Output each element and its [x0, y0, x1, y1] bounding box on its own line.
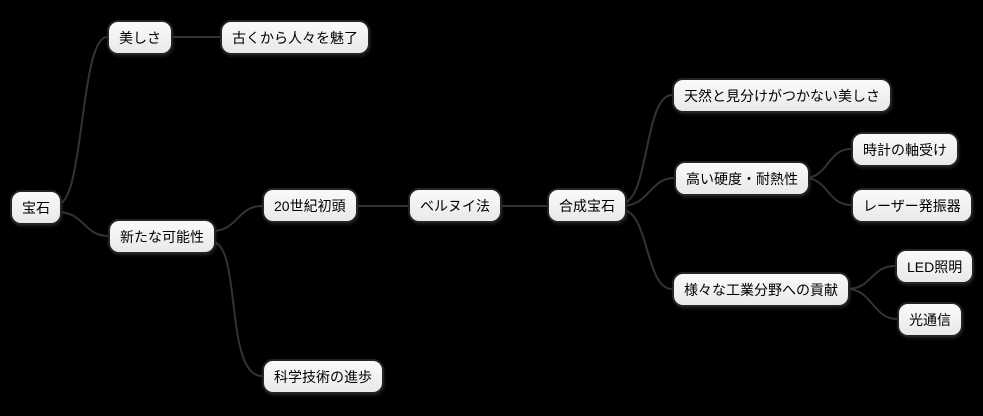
node-new-possibilities[interactable]: 新たな可能性 — [108, 219, 216, 254]
node-optical-communication[interactable]: 光通信 — [897, 302, 963, 337]
connector-gem-beauty — [57, 36, 108, 205]
node-scientific-progress[interactable]: 科学技術の進歩 — [262, 359, 384, 394]
node-synthetic-gem[interactable]: 合成宝石 — [547, 188, 627, 223]
node-laser-oscillator[interactable]: レーザー発振器 — [851, 188, 973, 223]
node-industrial-contribution[interactable]: 様々な工業分野への貢献 — [672, 272, 850, 307]
node-verneuil-method[interactable]: ベルヌイ法 — [408, 188, 502, 223]
node-fascinated-people[interactable]: 古くから人々を魅了 — [220, 20, 370, 55]
connector-synthetic-industry — [621, 209, 673, 290]
node-led-lighting[interactable]: LED照明 — [895, 249, 975, 284]
connector-hardness-laser — [803, 177, 852, 206]
connector-newpossibilities-20thcentury — [211, 205, 263, 232]
connector-industry-optical — [846, 288, 898, 320]
connector-synthetic-hardness — [621, 177, 675, 207]
connector-hardness-watch — [803, 148, 852, 179]
node-watch-bearing[interactable]: 時計の軸受け — [851, 132, 959, 167]
connector-industry-led — [846, 265, 896, 290]
node-indistinguishable-beauty[interactable]: 天然と見分けがつかない美しさ — [672, 78, 892, 113]
node-beauty[interactable]: 美しさ — [107, 20, 173, 55]
node-early-20th-century[interactable]: 20世紀初頭 — [262, 188, 358, 223]
node-hardness-heat-resistance[interactable]: 高い硬度・耐熱性 — [674, 161, 810, 196]
node-gem[interactable]: 宝石 — [10, 190, 62, 225]
connector-synthetic-beauty — [621, 94, 673, 204]
connector-gem-new-possibilities — [57, 211, 109, 237]
connector-newpossibilities-science — [211, 241, 263, 377]
